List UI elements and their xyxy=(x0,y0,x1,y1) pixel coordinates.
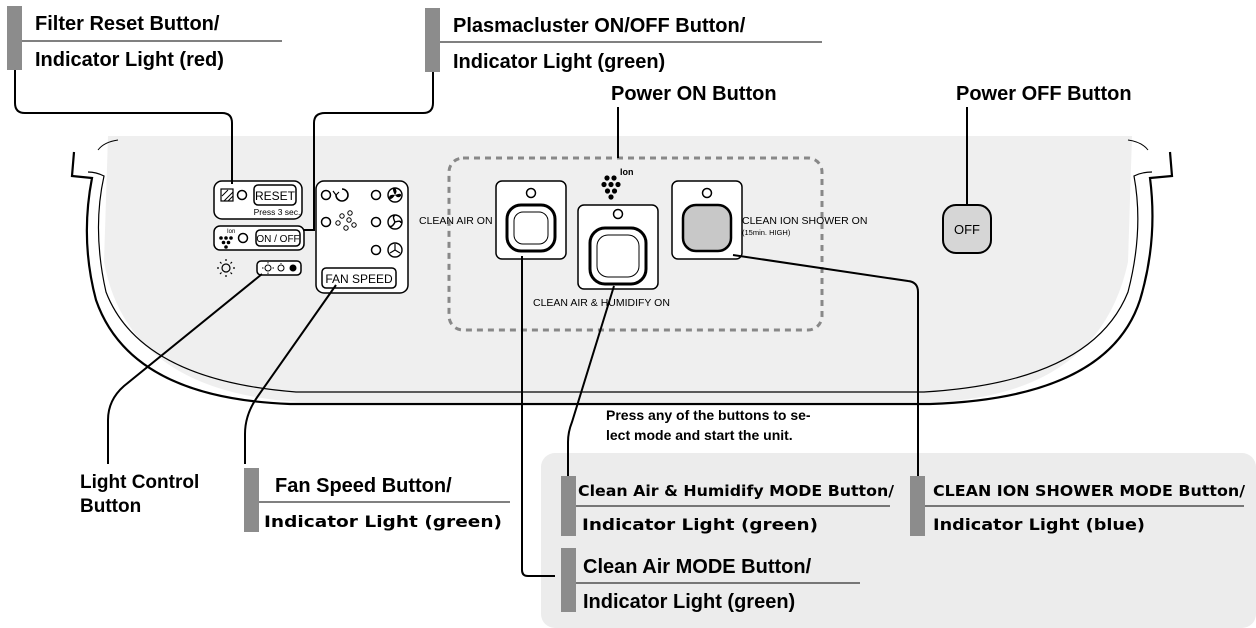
plasmacluster-on-off-button[interactable] xyxy=(255,229,301,247)
mode-callout-background xyxy=(541,453,1256,628)
callout-clean-air-mode: Clean Air MODE Button/ Indicator Light (… xyxy=(561,548,860,613)
plasmacluster-indicator-light xyxy=(237,232,249,244)
fan-low-indicator-light xyxy=(370,244,382,256)
fan-speed-button[interactable] xyxy=(321,267,397,289)
plasmacluster-title: Plasmacluster ON/OFF Button/ xyxy=(453,15,746,37)
clean-air-on-label: CLEAN AIR ON xyxy=(419,215,493,227)
callout-fan-speed: Fan Speed Button/ Indicator Light (green… xyxy=(244,468,510,532)
callout-ion-shower-mode: CLEAN ION SHOWER MODE Button/ Indicator … xyxy=(910,476,1246,536)
light-control-subtitle: Button xyxy=(80,496,141,517)
fan-speed-button-label: FAN SPEED xyxy=(325,272,393,286)
press-note-line1: Press any of the buttons to se- xyxy=(606,407,811,423)
on-off-button-label: ON / OFF xyxy=(256,234,299,245)
clean-ion-shower-group: CLEAN ION SHOWER ON (15min. HIGH) xyxy=(671,180,867,260)
clean-air-humidify-on-button[interactable] xyxy=(588,226,648,286)
clean-air-on-button[interactable] xyxy=(505,203,557,253)
fan-speed-title: Fan Speed Button/ xyxy=(275,475,452,497)
clean-air-humidify-group: CLEAN AIR & HUMIDIFY ON xyxy=(533,204,670,309)
panel-top-edge-right xyxy=(1127,139,1149,151)
leader-humidify-mode xyxy=(567,285,615,476)
label-bar xyxy=(910,476,925,536)
filter-icon xyxy=(220,188,234,202)
power-off-title: Power OFF Button xyxy=(956,83,1132,105)
callout-press-note: Press any of the buttons to se- lect mod… xyxy=(606,407,811,443)
fan-high-indicator-light xyxy=(370,189,382,201)
label-bar xyxy=(425,8,440,72)
clean-air-indicator-light xyxy=(525,187,537,199)
fan-auto-indicator-light xyxy=(320,189,332,201)
fan-high-icon xyxy=(387,187,403,203)
callout-humidify-mode: Clean Air & Humidify MODE Button/ Indica… xyxy=(561,476,895,536)
ion-logo: Ion xyxy=(601,167,634,200)
leader-clean-air-mode xyxy=(521,256,555,577)
press-3-sec-hint: Press 3 sec. xyxy=(254,207,301,217)
filter-reset-indicator-light xyxy=(236,189,248,201)
light-control-group xyxy=(217,259,302,277)
filter-reset-group: RESET Press 3 sec. xyxy=(213,180,303,220)
label-bar xyxy=(561,548,576,612)
auto-mode-icon xyxy=(332,188,349,202)
fan-medium-indicator-light xyxy=(370,216,382,228)
filter-reset-subtitle: Indicator Light (red) xyxy=(35,49,224,71)
clean-air-on-group: CLEAN AIR ON xyxy=(419,180,567,260)
clean-ion-shower-on-button[interactable] xyxy=(681,203,733,253)
ion-shower-mode-title: CLEAN ION SHOWER MODE Button/ xyxy=(933,482,1246,500)
ion-icon xyxy=(219,236,233,249)
clean-air-mode-subtitle: Indicator Light (green) xyxy=(583,591,795,613)
pollen-mode-icon xyxy=(335,210,357,231)
panel-outline xyxy=(70,151,1174,406)
plasmacluster-subtitle: Indicator Light (green) xyxy=(453,51,665,73)
ion-icon-label: Ion xyxy=(227,229,235,235)
plasmacluster-group: Ion ON / OFF xyxy=(213,225,305,251)
label-bar xyxy=(561,476,576,536)
fan-speed-group: FAN SPEED xyxy=(315,180,409,294)
ion-shower-indicator-light xyxy=(701,187,713,199)
press-note-line2: lect mode and start the unit. xyxy=(606,427,793,443)
humidify-indicator-light xyxy=(612,208,624,220)
clean-air-humidify-on-label: CLEAN AIR & HUMIDIFY ON xyxy=(533,297,670,309)
fan-medium-icon xyxy=(387,214,403,230)
humidify-mode-subtitle: Indicator Light (green) xyxy=(582,515,818,534)
ion-shower-mode-subtitle: Indicator Light (blue) xyxy=(933,515,1145,534)
light-level-icons xyxy=(262,262,297,274)
callout-light-control: Light Control Button xyxy=(80,472,199,517)
label-bar xyxy=(244,468,259,532)
humidify-mode-title: Clean Air & Humidify MODE Button/ xyxy=(578,482,895,500)
leader-filter-reset xyxy=(14,68,233,184)
clean-ion-shower-on-label: CLEAN ION SHOWER ON xyxy=(742,215,867,227)
light-control-title: Light Control xyxy=(80,472,199,493)
reset-button[interactable] xyxy=(253,184,297,206)
filter-reset-title: Filter Reset Button/ xyxy=(35,13,220,35)
brightness-icon xyxy=(217,259,235,277)
fan-low-icon xyxy=(387,242,403,258)
leader-plasmacluster xyxy=(304,72,434,231)
reset-button-label: RESET xyxy=(255,189,296,203)
power-on-title: Power ON Button xyxy=(611,83,777,105)
clean-ion-shower-sub-label: (15min. HIGH) xyxy=(742,228,791,237)
leader-ion-shower-mode xyxy=(732,254,919,478)
label-bar xyxy=(7,6,22,70)
fan-speed-subtitle: Indicator Light (green) xyxy=(264,512,502,531)
callout-plasmacluster: Plasmacluster ON/OFF Button/ Indicator L… xyxy=(425,8,822,73)
leader-fan-speed xyxy=(244,284,337,464)
panel-top-edge-left xyxy=(97,139,119,151)
callout-filter-reset: Filter Reset Button/ Indicator Light (re… xyxy=(7,6,282,71)
clean-air-mode-title: Clean Air MODE Button/ xyxy=(583,556,812,578)
power-off-button-label: OFF xyxy=(954,222,980,237)
panel-rim xyxy=(87,171,1153,393)
ion-logo-label: Ion xyxy=(620,167,634,177)
fan-pollen-indicator-light xyxy=(320,216,332,228)
power-on-group-outline xyxy=(447,156,824,332)
power-off-group: OFF xyxy=(942,204,992,254)
leader-light-control xyxy=(107,273,263,464)
